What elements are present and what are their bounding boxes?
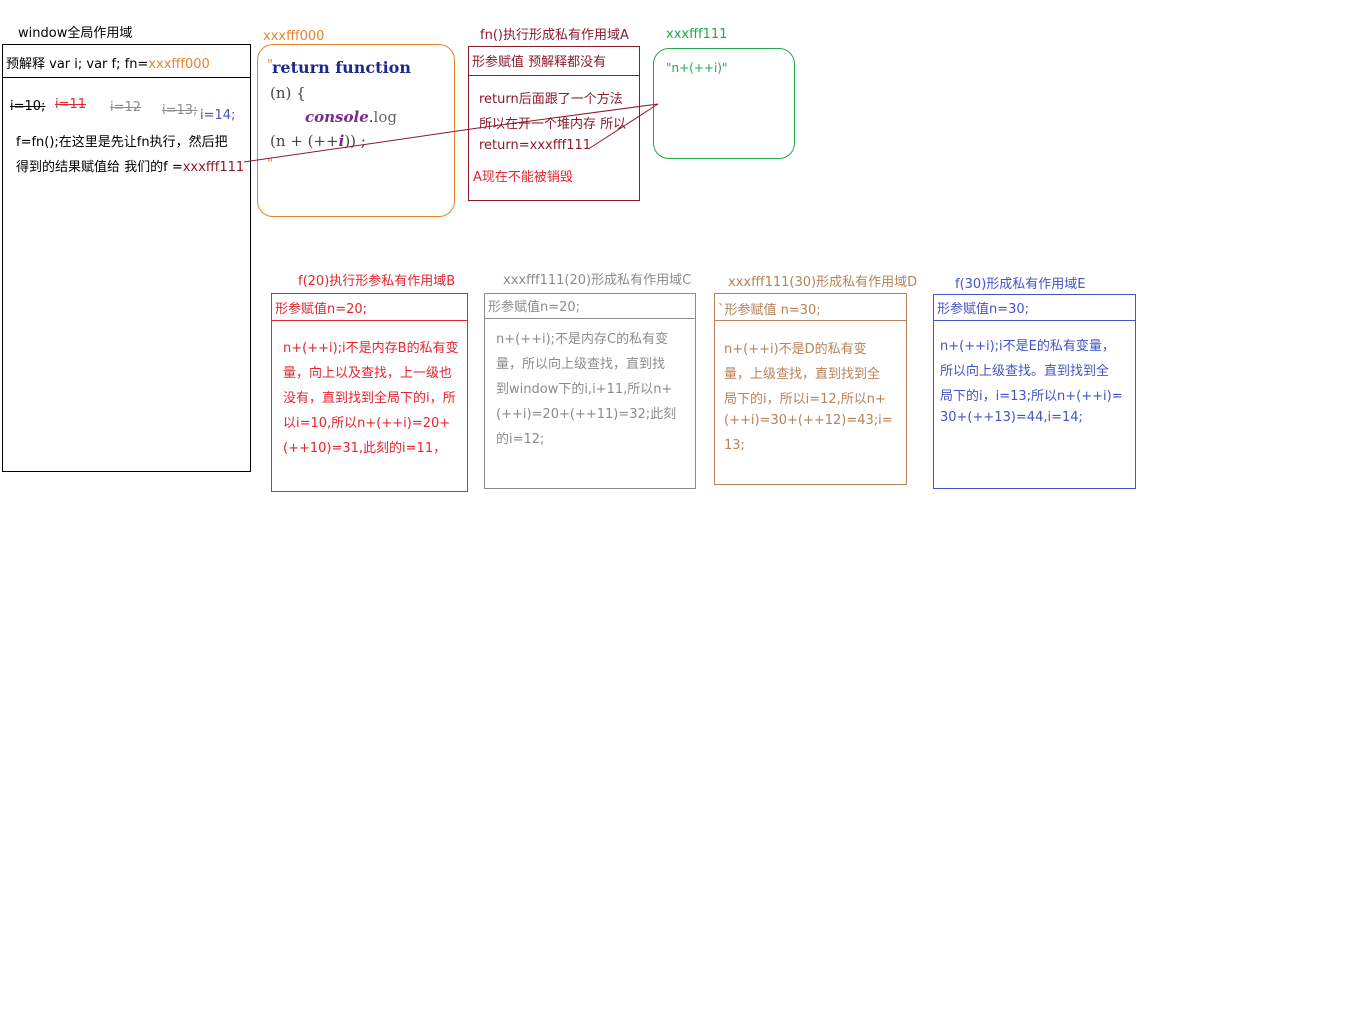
- scope-b-line-4: 以i=10,所以n+(++i)=20+: [283, 416, 451, 431]
- code-return-keyword: return: [272, 58, 330, 77]
- scope-d-line-4: (++i)=30+(++12)=43;i=: [724, 413, 893, 428]
- code-dot: .: [368, 108, 374, 126]
- heap-000-code-line-3: console.log: [305, 108, 397, 126]
- scope-c-line-1: n+(++i);不是内存C的私有变: [496, 332, 669, 347]
- heap-000-code-line-1: return function: [272, 58, 411, 77]
- scope-a-note: A现在不能被销毁: [473, 170, 573, 185]
- scope-d-title: xxxfff111(30)形成私有作用域D: [728, 275, 918, 290]
- scope-a-header: 形参赋值 预解释都没有: [469, 47, 639, 76]
- heap-000-code-line-2: (n) {: [270, 84, 306, 102]
- window-scope-box: 预解释 var i; var f; fn=xxxfff000: [2, 44, 251, 472]
- scope-a-line-3: return=xxxfff111: [479, 138, 592, 153]
- heap-111-content: "n+(++i)": [666, 61, 728, 75]
- scope-d-line-2: 量，上级查找，直到找到全: [724, 367, 881, 382]
- i-value-13: i=13;: [162, 103, 198, 118]
- window-line-2-text: 得到的结果赋值给 我们的f =: [16, 160, 183, 175]
- scope-b-line-3: 没有，直到找到全局下的i，所: [283, 391, 456, 406]
- scope-d-line-5: 13;: [724, 438, 745, 453]
- scope-a-title: fn()执行形成私有作用域A: [480, 28, 629, 43]
- heap-000-title: xxxfff000: [263, 29, 325, 44]
- scope-b-line-1: n+(++i);i不是内存B的私有变: [283, 341, 459, 356]
- heap-000-quote-bottom: ": [267, 157, 273, 172]
- i-value-10: i=10;: [10, 99, 46, 114]
- scope-e-line-1: n+(++i);i不是E的私有变量，: [940, 339, 1115, 354]
- heap-000-quote-top: ": [267, 58, 273, 73]
- heap-111-title: xxxfff111: [666, 27, 728, 42]
- scope-e-box: 形参赋值n=30; n+(++i);i不是E的私有变量， 所以向上级查找。直到找…: [933, 294, 1136, 489]
- scope-d-box: `形参赋值 n=30; n+(++i)不是D的私有变 量，上级查找，直到找到全 …: [714, 293, 907, 485]
- scope-c-line-2: 量，所以向上级查找，直到找: [496, 357, 666, 372]
- scope-c-line-5: 的i=12;: [496, 432, 545, 447]
- window-header-addr: xxxfff000: [148, 57, 210, 72]
- scope-a-box: 形参赋值 预解释都没有 return后面跟了一个方法 所以在开一个堆内存 所以 …: [468, 46, 640, 201]
- heap-000-code-line-4: (n + (++i)) ;: [270, 132, 366, 150]
- scope-e-line-3: 局下的i，i=13;所以n+(++i)=: [940, 389, 1123, 404]
- scope-a-line-2: 所以在开一个堆内存 所以: [479, 117, 627, 132]
- scope-b-header: 形参赋值n=20;: [272, 294, 467, 321]
- scope-c-line-3: 到window下的i,i+11,所以n+: [496, 382, 673, 397]
- window-line-1: f=fn();在这里是先让fn执行，然后把: [16, 135, 228, 150]
- scope-c-title: xxxfff111(20)形成私有作用域C: [503, 273, 692, 288]
- code-expr-end: )) ;: [344, 132, 366, 150]
- scope-e-line-2: 所以向上级查找。直到找到全: [940, 364, 1110, 379]
- i-value-11: i=11: [55, 97, 87, 112]
- scope-d-line-1: n+(++i)不是D的私有变: [724, 342, 867, 357]
- window-header-vars: 预解释 var i; var f; fn=: [6, 57, 149, 72]
- window-scope-header: 预解释 var i; var f; fn=xxxfff000: [3, 45, 250, 78]
- scope-d-header: `形参赋值 n=30;: [715, 294, 906, 321]
- window-line-2-addr: xxxfff111: [182, 160, 245, 175]
- scope-c-line-4: (++i)=20+(++11)=32;此刻: [496, 407, 677, 422]
- scope-a-line-1: return后面跟了一个方法: [479, 92, 623, 107]
- code-log: log: [373, 108, 397, 126]
- heap-111-box: [653, 48, 795, 159]
- scope-e-line-4: 30+(++13)=44,i=14;: [940, 410, 1083, 425]
- scope-b-title: f(20)执行形参私有作用域B: [298, 274, 456, 289]
- scope-c-box: 形参赋值n=20; n+(++i);不是内存C的私有变 量，所以向上级查找，直到…: [484, 293, 696, 489]
- scope-d-line-3: 局下的i，所以i=12,所以n+: [724, 392, 886, 407]
- scope-e-title: f(30)形成私有作用域E: [955, 277, 1086, 292]
- window-line-2: 得到的结果赋值给 我们的f =xxxfff111: [16, 156, 244, 175]
- code-expr-start: (n + (++: [270, 132, 339, 150]
- scope-b-box: 形参赋值n=20; n+(++i);i不是内存B的私有变 量，向上以及查找，上一…: [271, 293, 468, 492]
- code-console: console: [305, 108, 369, 126]
- i-value-12: i=12: [110, 100, 142, 115]
- scope-b-line-2: 量，向上以及查找，上一级也: [283, 366, 453, 381]
- i-value-14: i=14;: [200, 108, 236, 123]
- scope-e-header: 形参赋值n=30;: [934, 295, 1135, 321]
- scope-b-line-5: (++10)=31,此刻的i=11，: [283, 441, 447, 456]
- scope-c-header: 形参赋值n=20;: [485, 294, 695, 319]
- window-scope-title: window全局作用域: [18, 26, 133, 41]
- code-function-keyword: function: [335, 58, 411, 77]
